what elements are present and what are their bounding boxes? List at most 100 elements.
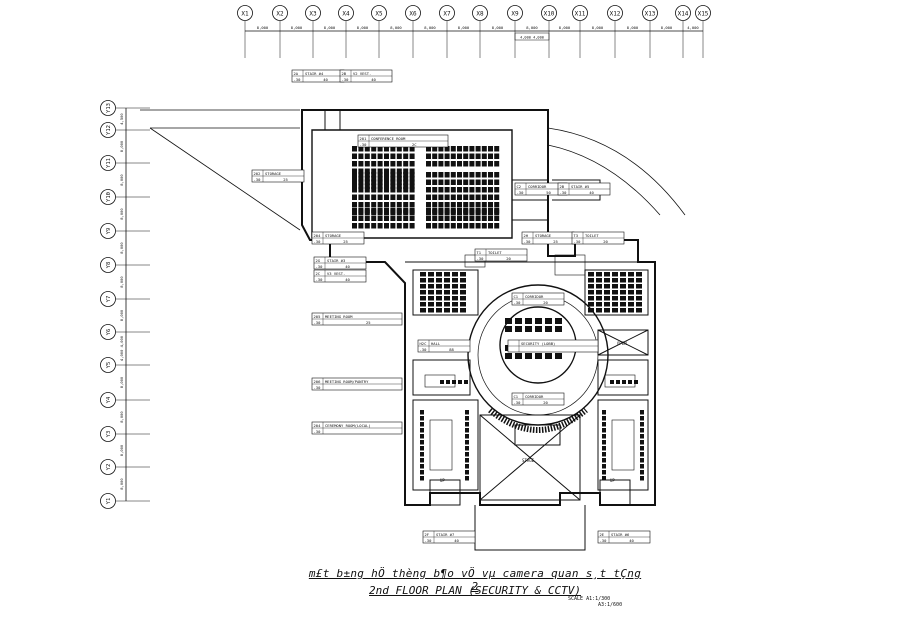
seat	[469, 208, 475, 214]
grid-bubble-x	[405, 5, 421, 21]
seat	[450, 215, 456, 221]
seat	[377, 153, 383, 159]
seat	[640, 452, 644, 457]
seat	[469, 215, 475, 221]
seat	[444, 223, 450, 229]
seat	[602, 458, 606, 463]
grid-label-y: Y2	[106, 464, 112, 471]
seat	[465, 452, 469, 457]
seat	[488, 161, 493, 167]
seat	[377, 161, 383, 167]
seat	[358, 172, 364, 178]
seat	[494, 161, 500, 167]
seat	[420, 434, 424, 439]
seat	[352, 215, 357, 221]
seat	[475, 208, 481, 214]
grid-bubble-y	[100, 324, 116, 340]
seat	[465, 440, 469, 445]
seat	[535, 353, 542, 359]
seat	[481, 179, 487, 185]
seat	[390, 176, 396, 182]
seat	[352, 168, 357, 174]
seat	[444, 153, 450, 159]
seat	[384, 179, 389, 185]
seat	[358, 179, 364, 185]
dim-label-y: 8,000	[119, 242, 124, 254]
room-name: STORAGE	[325, 233, 342, 238]
room-code: 2F	[425, 532, 430, 537]
dim-label-x: 8,000	[424, 25, 436, 30]
room-area: 40	[454, 538, 459, 543]
seat	[409, 146, 415, 152]
dim-label-x: 4,000	[687, 25, 699, 30]
seat	[612, 290, 618, 295]
room-code: 2E	[600, 532, 605, 537]
seat	[364, 146, 370, 152]
room-name: MEETING ROOM/PANTRY	[325, 379, 369, 384]
seat	[444, 215, 450, 221]
seat	[612, 308, 618, 313]
seat	[396, 179, 402, 185]
seat	[555, 353, 562, 359]
seat	[420, 308, 426, 313]
room-name: TOILET	[488, 250, 502, 255]
room-code: 2G	[316, 258, 321, 263]
seat	[444, 187, 450, 193]
seat	[364, 202, 370, 208]
seat	[377, 176, 383, 182]
seat	[377, 168, 383, 174]
seat	[371, 161, 377, 167]
seat	[364, 194, 370, 200]
seat	[352, 153, 357, 159]
seat	[403, 176, 409, 182]
seat	[465, 422, 469, 427]
seat	[515, 326, 522, 332]
seat	[420, 422, 424, 427]
room-name: STAIR #4	[305, 71, 324, 76]
dim-label-y: 4,500	[119, 113, 124, 125]
seat	[384, 172, 389, 178]
grid-label-y: Y7	[106, 296, 112, 303]
seat	[384, 215, 389, 221]
grid-bubble-y	[100, 392, 116, 408]
seat	[444, 161, 450, 167]
seat	[634, 380, 638, 384]
seat	[475, 153, 481, 159]
seat	[371, 172, 377, 178]
seat	[438, 187, 444, 193]
seat	[377, 172, 383, 178]
seat	[436, 278, 442, 283]
seat	[450, 194, 456, 200]
room-level: -30	[514, 400, 522, 405]
grid-bubble-x	[305, 5, 321, 21]
seat	[525, 353, 532, 359]
room-name: HALL	[431, 341, 441, 346]
seat	[494, 172, 500, 178]
seat	[460, 296, 466, 301]
seat	[377, 223, 383, 229]
seat	[377, 202, 383, 208]
room-code: 2A	[294, 71, 299, 76]
seat	[396, 194, 402, 200]
dim-label-x: 8,000	[492, 25, 504, 30]
seat	[640, 410, 644, 415]
seat	[602, 410, 606, 415]
seat	[396, 176, 402, 182]
room-code: 2B	[342, 71, 347, 76]
seat	[420, 440, 424, 445]
seat	[432, 172, 438, 178]
seat	[436, 272, 442, 277]
seat	[640, 440, 644, 445]
seat	[588, 296, 594, 301]
seat	[488, 187, 493, 193]
furniture	[604, 374, 636, 388]
seat	[588, 284, 594, 289]
seat	[628, 308, 634, 313]
seat	[457, 223, 462, 229]
seat	[432, 202, 438, 208]
seat	[463, 161, 469, 167]
room-area: 25	[366, 320, 371, 325]
seat	[403, 223, 409, 229]
